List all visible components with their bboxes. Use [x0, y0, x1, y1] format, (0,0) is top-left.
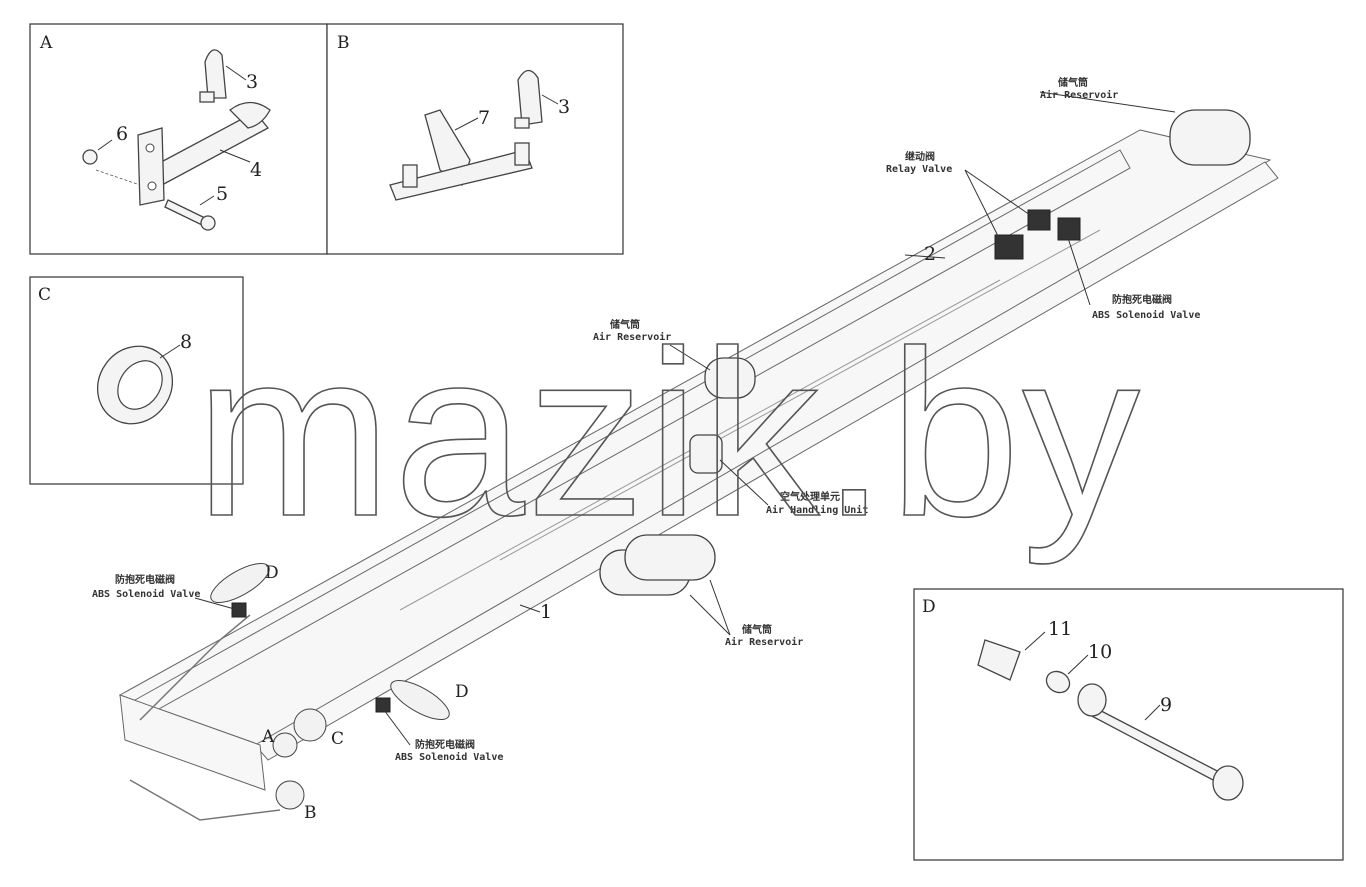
callout-ahu-en: Air Handling Unit: [766, 504, 868, 516]
abs-valve-body-right: [1057, 217, 1081, 241]
top-reservoir-tank: [1169, 109, 1251, 166]
air-reservoir-tanks: [231, 109, 1251, 713]
washer-10: [1045, 670, 1071, 694]
part-label-5: 5: [216, 183, 228, 205]
part-label-10: 10: [1088, 641, 1112, 663]
callout-abs-right-en: ABS Solenoid Valve: [1092, 309, 1200, 321]
callout-air-reservoir-mid-en: Air Reservoir: [593, 331, 671, 343]
clamp-tab-b: [514, 117, 530, 129]
relay-valve-2: [1027, 209, 1051, 231]
ref-label-b: B: [304, 803, 317, 823]
part-label-6: 6: [116, 123, 128, 145]
callout-abs-left-en: ABS Solenoid Valve: [92, 588, 200, 600]
clamp-tab: [199, 91, 215, 103]
ref-label-c: C: [331, 729, 344, 749]
ref-label-d2: D: [455, 682, 469, 702]
relay-valve-1: [994, 234, 1024, 260]
part-label-1: 1: [540, 601, 552, 623]
part-label-9: 9: [1160, 694, 1172, 716]
part-label-4: 4: [250, 159, 262, 181]
hose-end-right: [1212, 765, 1244, 801]
callout-relay-valve-cn: 继动阀: [905, 150, 935, 163]
mid-reservoir-tank: [704, 357, 756, 399]
abs-valve-body-left: [231, 602, 247, 618]
detail-box-d-label: D: [922, 597, 936, 617]
part-label-11: 11: [1048, 618, 1072, 640]
callout-abs-bottom-cn: 防抱死电磁阀: [415, 738, 475, 751]
callout-air-reservoir-top-en: Air Reservoir: [1040, 89, 1118, 101]
air-handling-unit-body: [689, 434, 723, 474]
tube-clip: [229, 101, 271, 129]
detail-box-a-label: A: [39, 33, 53, 53]
callout-air-reservoir-bottom-en: Air Reservoir: [725, 636, 803, 648]
hose-end-left: [1077, 683, 1107, 717]
part-label-2: 2: [924, 243, 936, 265]
crossbar-part: [389, 149, 533, 201]
clamp-part-b: [517, 69, 543, 126]
bottom-reservoir-tank-2: [624, 534, 716, 581]
abs-valve-body-bottom: [375, 697, 391, 713]
detail-box-c-label: C: [38, 285, 51, 305]
detail-box-b-label: B: [337, 33, 350, 53]
crossbar-end-left: [402, 164, 418, 188]
detail-marker-d2: [390, 680, 450, 720]
nut-part: [82, 149, 98, 165]
part-label-3a: 3: [246, 71, 258, 93]
detail-box-c: C 8: [29, 276, 244, 485]
ref-label-a: A: [261, 727, 275, 747]
callout-abs-bottom-en: ABS Solenoid Valve: [395, 751, 503, 763]
bracket-plate: [137, 127, 165, 206]
ref-label-d1: D: [265, 563, 279, 583]
part-label-8: 8: [180, 331, 192, 353]
callout-air-reservoir-mid-cn: 储气筒: [609, 318, 640, 331]
leader-lines: [194, 91, 1176, 746]
callout-abs-right-cn: 防抱死电磁阀: [1112, 293, 1172, 306]
clamp-part: [204, 49, 227, 99]
detail-marker-c: [293, 708, 327, 742]
callout-ahu-cn: 空气处理单元: [780, 490, 840, 503]
detail-box-a: A 3 4 5 6: [29, 23, 328, 255]
detail-box-d: D 11 10 9: [913, 588, 1344, 861]
bolt-head: [200, 215, 216, 231]
detail-marker-a: [272, 732, 298, 758]
watermark-text: mazik.by: [195, 302, 1142, 566]
part-label-7: 7: [478, 107, 490, 129]
callout-relay-valve-en: Relay Valve: [886, 164, 952, 175]
fitting-11: [977, 639, 1021, 681]
detail-marker-b: [275, 780, 305, 810]
callout-abs-left-cn: 防抱死电磁阀: [115, 573, 175, 586]
callout-air-reservoir-top-cn: 储气筒: [1057, 76, 1088, 89]
detail-box-b: B 7 3: [326, 23, 624, 255]
detail-marker-d1: [210, 563, 270, 603]
crossbar-end-right: [514, 142, 530, 166]
part-label-3b: 3: [558, 96, 570, 118]
callout-air-reservoir-bottom-cn: 储气筒: [741, 623, 772, 636]
